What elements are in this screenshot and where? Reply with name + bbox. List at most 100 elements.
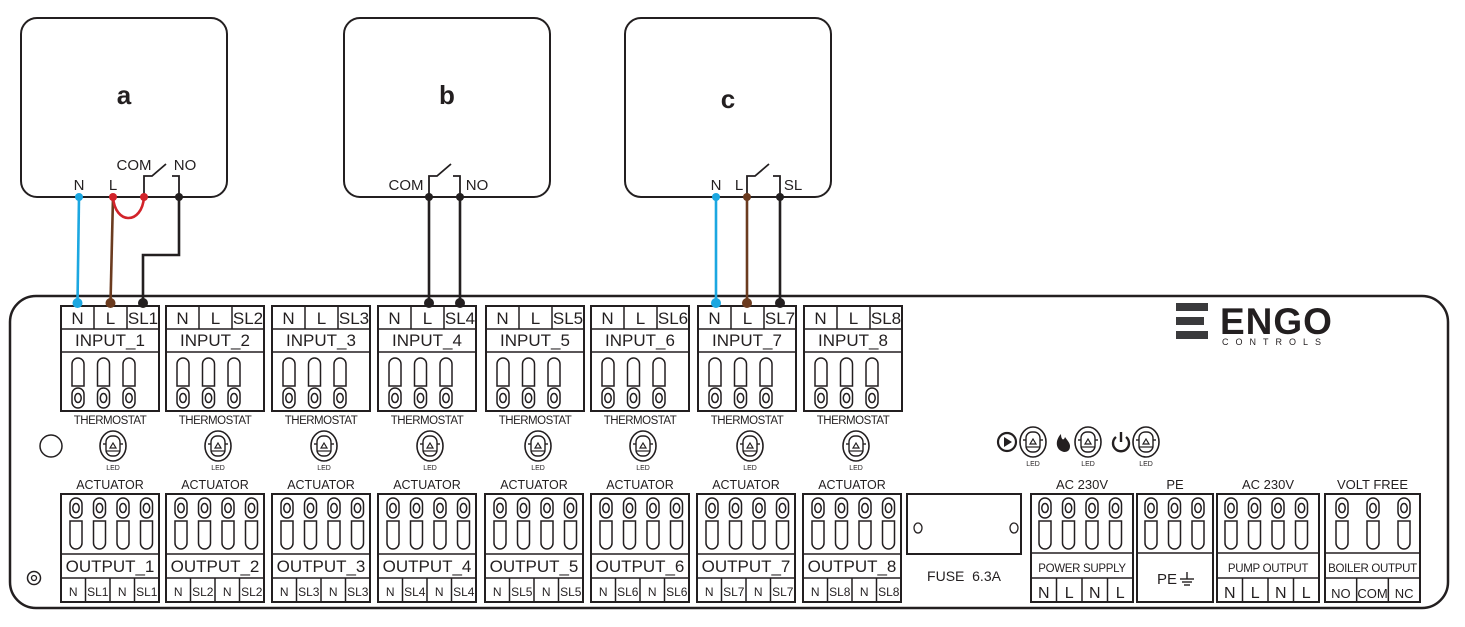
terminal-slot	[176, 357, 190, 387]
output-name: OUTPUT_2	[171, 557, 260, 576]
actuator-led-icon: LED	[416, 430, 444, 472]
wire-junction	[105, 298, 116, 308]
led-label: LED	[849, 465, 863, 472]
terminal-slot	[493, 520, 507, 550]
terminal-screw	[601, 387, 615, 409]
terminal-screw	[333, 387, 347, 409]
output-header: ACTUATOR	[287, 478, 355, 492]
input-terminal-label: N	[601, 309, 613, 328]
output-terminal-label: N	[811, 585, 820, 599]
terminal-screw	[1247, 497, 1262, 519]
terminal-screw	[201, 387, 216, 409]
terminal-slot	[1335, 520, 1349, 550]
terminal-slot	[728, 520, 743, 550]
output-terminal-label: SL8	[829, 585, 851, 599]
output-terminal-label: SL7	[772, 585, 794, 599]
terminal-screw	[708, 387, 722, 409]
output-name: OUTPUT_4	[383, 557, 472, 576]
terminal-slot	[282, 357, 296, 387]
input-terminal-label: L	[106, 309, 115, 328]
output-terminal-label: N	[542, 585, 551, 599]
power-terminal-label: N	[1089, 585, 1101, 602]
terminal-slot	[646, 520, 660, 550]
input-terminal-label: L	[531, 309, 540, 328]
led-label: LED	[743, 465, 757, 472]
wire-junction	[776, 193, 784, 201]
actuator-led-icon: LED	[842, 430, 870, 472]
input-terminal-label: L	[211, 309, 220, 328]
led-label: LED	[423, 465, 437, 472]
input-terminal-label: N	[176, 309, 188, 328]
terminal-screw	[599, 497, 613, 519]
terminal-screw	[350, 497, 365, 519]
output-terminal-label: N	[118, 585, 127, 599]
output-terminal-label: SL5	[511, 585, 533, 599]
terminal-screw	[221, 497, 235, 519]
thermostat-box	[343, 17, 551, 198]
status-led-icon: LED	[1074, 426, 1102, 468]
power-terminal-label: NC	[1395, 586, 1414, 601]
terminal-screw	[69, 497, 83, 519]
led-label: LED	[1081, 461, 1095, 468]
terminal-screw	[733, 387, 748, 409]
input-terminal-label: L	[317, 309, 326, 328]
output-terminal-label: N	[860, 585, 869, 599]
terminal-slot	[516, 520, 531, 550]
terminal-slot	[139, 520, 154, 550]
input-terminal-label: SL8	[871, 309, 901, 328]
actuator-led-icon: LED	[99, 430, 127, 472]
terminal-screw	[96, 387, 111, 409]
brand-name: ENGO	[1220, 301, 1333, 342]
power-block-header: AC 230V	[1056, 477, 1108, 492]
terminal-slot	[1191, 520, 1205, 550]
terminal-screw	[386, 497, 400, 519]
controller-housing	[8, 294, 1450, 610]
input-terminal-label: SL6	[658, 309, 688, 328]
input-frame	[271, 305, 371, 412]
terminal-screw	[496, 387, 510, 409]
output-terminal-label: N	[329, 585, 338, 599]
terminal-label: SL	[784, 177, 802, 194]
input-frame	[803, 305, 903, 412]
terminal-slot	[752, 520, 766, 550]
terminal-slot	[563, 520, 578, 550]
output-header: ACTUATOR	[606, 478, 674, 492]
input-terminal-label: SL7	[765, 309, 795, 328]
input-terminal-label: N	[496, 309, 508, 328]
power-block-header: PE	[1166, 477, 1184, 492]
terminal-screw	[174, 497, 188, 519]
terminal-screw	[439, 387, 453, 409]
input-caption: THERMOSTAT	[74, 415, 147, 427]
output-terminal-label: SL7	[723, 585, 745, 599]
terminal-screw	[1224, 497, 1238, 519]
power-terminal-label: N	[1224, 585, 1236, 602]
actuator-led-icon: LED	[204, 430, 232, 472]
power-block-frame	[1324, 493, 1421, 603]
terminal-screw	[1038, 497, 1052, 519]
power-block-name: PUMP OUTPUT	[1228, 563, 1308, 575]
terminal-screw	[456, 497, 471, 519]
output-terminal-label: SL5	[560, 585, 582, 599]
terminal-slot	[858, 520, 872, 550]
terminal-screw	[307, 387, 322, 409]
screw-hole	[26, 570, 42, 586]
wire-junction	[138, 298, 148, 308]
output-terminal-label: N	[174, 585, 183, 599]
terminal-screw	[540, 497, 554, 519]
terminal-slot	[1224, 520, 1238, 550]
input-name: INPUT_3	[286, 331, 356, 350]
terminal-screw	[547, 387, 561, 409]
terminal-screw	[1191, 497, 1205, 519]
terminal-slot	[759, 357, 773, 387]
output-header: ACTUATOR	[712, 478, 780, 492]
terminal-screw	[1144, 497, 1158, 519]
terminal-screw	[1335, 497, 1349, 519]
terminal-screw	[282, 387, 296, 409]
